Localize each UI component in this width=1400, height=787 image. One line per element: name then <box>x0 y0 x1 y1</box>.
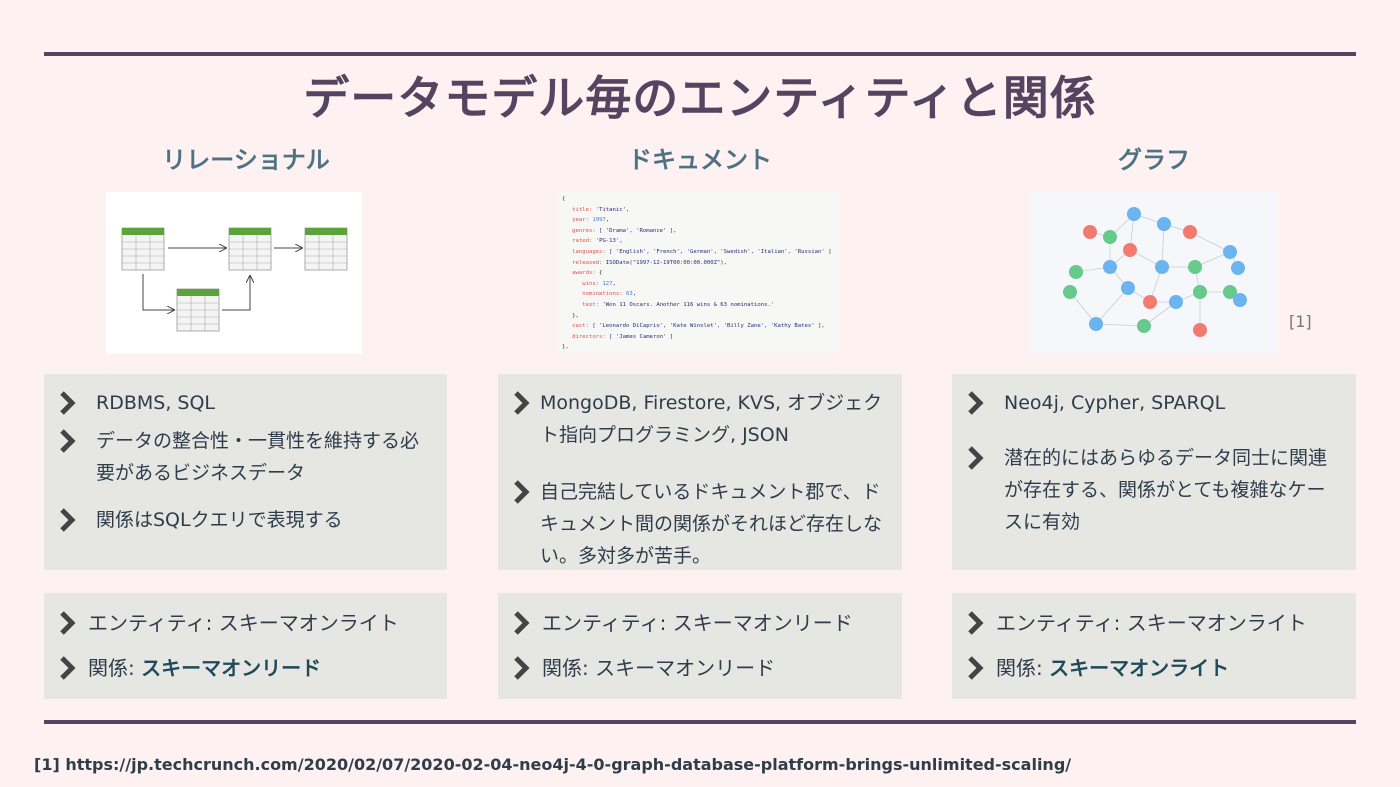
chevron-right-icon <box>60 508 76 532</box>
chevron-right-icon <box>968 391 984 415</box>
page-title: データモデル毎のエンティティと関係 <box>303 71 1097 125</box>
chevron-right-icon <box>60 611 76 635</box>
chevron-right-icon <box>514 480 530 504</box>
chevron-right-icon <box>60 391 76 415</box>
footnote-link[interactable]: [1] https://jp.techcrunch.com/2020/02/07… <box>34 755 1072 774</box>
json-document-sample: { title: 'Titanic', year: 1997, genres: … <box>558 192 840 354</box>
chevron-right-icon <box>514 391 530 415</box>
chevron-right-icon <box>968 446 984 470</box>
bottom-rule <box>44 720 1356 724</box>
chevron-right-icon <box>514 611 530 635</box>
relational-schema: エンティティ: スキーマオンライト 関係: スキーマオンリード <box>44 593 447 699</box>
document-schema: エンティティ: スキーマオンリード 関係: スキーマオンリード <box>498 593 902 699</box>
relational-diagram <box>106 192 362 354</box>
graph-features: Neo4j, Cypher, SPARQL 潜在的にはあらゆるデータ同士に関連が… <box>952 374 1356 570</box>
citation-marker: [1] <box>1289 312 1312 331</box>
graph-schema: エンティティ: スキーマオンライト 関係: スキーマオンライト <box>952 593 1356 699</box>
chevron-right-icon <box>968 656 984 680</box>
chevron-right-icon <box>514 656 530 680</box>
table-d <box>176 288 220 332</box>
relational-features: RDBMS, SQL データの整合性・一貫性を維持する必要があるビジネスデータ … <box>44 374 447 570</box>
chevron-right-icon <box>968 611 984 635</box>
heading-graph: グラフ <box>1118 146 1190 174</box>
top-rule <box>44 52 1356 56</box>
graph-network-image <box>1030 192 1278 354</box>
heading-document: ドキュメント <box>628 146 772 174</box>
table-c <box>304 227 348 271</box>
table-a <box>121 227 165 271</box>
table-b <box>228 227 272 271</box>
document-features: MongoDB, Firestore, KVS, オブジェクト指向プログラミング… <box>498 374 902 570</box>
chevron-right-icon <box>60 429 76 453</box>
chevron-right-icon <box>60 656 76 680</box>
heading-relational: リレーショナル <box>162 146 330 174</box>
